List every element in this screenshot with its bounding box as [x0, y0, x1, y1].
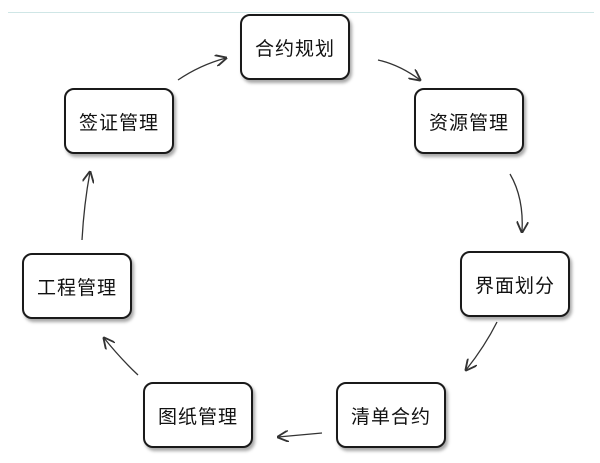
top-divider — [8, 12, 594, 13]
node-visa-management: 签证管理 — [64, 88, 174, 154]
arrow-engineering-to-visa — [81, 172, 90, 241]
node-engineering-management: 工程管理 — [22, 253, 132, 319]
node-interface-division: 界面划分 — [460, 251, 570, 317]
arrow-contract-to-resource — [377, 59, 420, 80]
arrow-drawing-to-engineering — [104, 338, 139, 376]
arrow-bill-to-drawing — [278, 433, 323, 437]
node-resource-management: 资源管理 — [414, 88, 524, 154]
node-contract-planning: 合约规划 — [240, 14, 350, 80]
arrow-interface-to-bill — [466, 321, 498, 370]
arrow-visa-to-contract — [177, 58, 226, 81]
node-drawing-management: 图纸管理 — [143, 382, 253, 448]
node-bill-contract: 清单合约 — [336, 382, 446, 448]
arrow-resource-to-interface — [509, 173, 522, 232]
